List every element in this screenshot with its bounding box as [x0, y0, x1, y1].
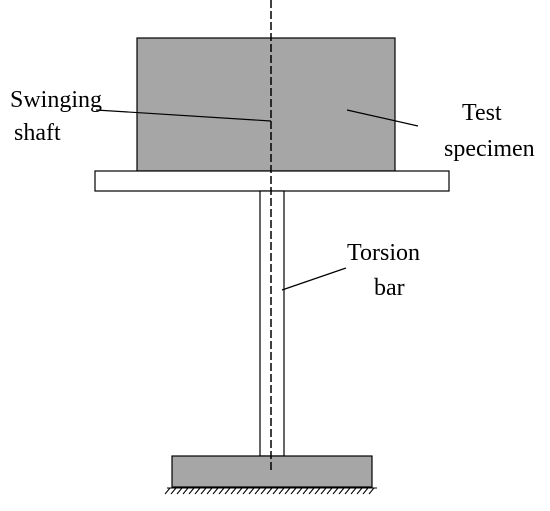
hatch-line	[218, 487, 225, 495]
base-block	[171, 455, 373, 488]
hatch-line	[290, 487, 297, 495]
hatch-line	[302, 487, 309, 495]
hatch-line	[170, 487, 177, 495]
hatch-line	[344, 487, 351, 495]
hatch-line	[182, 487, 189, 495]
hatch-line	[362, 487, 369, 495]
hatch-line	[242, 487, 249, 495]
swinging-shaft-leader	[95, 109, 272, 122]
hatch-line	[212, 487, 219, 495]
test-specimen-block	[136, 37, 396, 172]
torsion-bar-label-line1: Torsion	[347, 240, 420, 266]
hatch-line	[368, 487, 375, 495]
hatch-line	[206, 487, 213, 495]
test-specimen-label-line1: Test	[462, 100, 502, 126]
ground-hatching	[164, 487, 377, 495]
test-specimen-label-line2: specimen	[444, 136, 535, 162]
torsion-bar	[259, 190, 285, 457]
test-specimen-leader	[346, 109, 419, 127]
hatch-line	[350, 487, 357, 495]
hatch-line	[248, 487, 255, 495]
hatch-line	[356, 487, 363, 495]
hatch-line	[338, 487, 345, 495]
hatch-line	[296, 487, 303, 495]
hatch-line	[260, 487, 267, 495]
hatch-line	[320, 487, 327, 495]
hatch-line	[200, 487, 207, 495]
hatch-line	[188, 487, 195, 495]
torsion-bar-label-line2: bar	[374, 275, 405, 301]
hatch-line	[332, 487, 339, 495]
hatch-line	[224, 487, 231, 495]
hatch-line	[230, 487, 237, 495]
hatch-line	[266, 487, 273, 495]
hatch-line	[176, 487, 183, 495]
hatch-line	[308, 487, 315, 495]
hatch-line	[194, 487, 201, 495]
hatch-line	[326, 487, 333, 495]
hatch-line	[272, 487, 279, 495]
torsion-bar-leader	[281, 267, 347, 291]
hatch-line	[284, 487, 291, 495]
hatch-line	[278, 487, 285, 495]
platform	[94, 170, 450, 192]
hatch-line	[254, 487, 261, 495]
hatch-line	[314, 487, 321, 495]
hatch-line	[236, 487, 243, 495]
hatch-line	[164, 487, 171, 495]
swinging-shaft-label-line1: Swinging	[10, 87, 102, 113]
swinging-shaft-label-line2: shaft	[14, 120, 61, 146]
